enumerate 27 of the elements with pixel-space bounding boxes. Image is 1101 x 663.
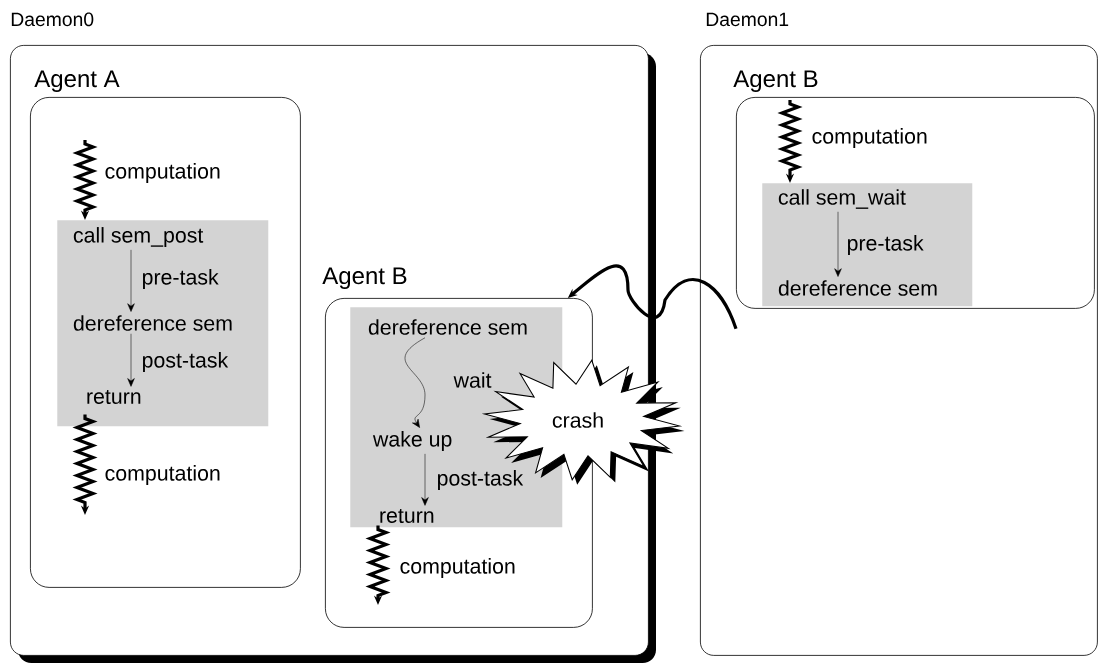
edge-label: computation — [105, 465, 220, 485]
arrow — [421, 453, 429, 506]
shaded-box — [762, 183, 973, 307]
arrow — [127, 333, 135, 387]
step-text: return — [380, 509, 434, 523]
edge-label: pre-task — [143, 269, 219, 289]
step-text: wake up — [372, 431, 452, 451]
edge-label: post-task — [143, 352, 229, 372]
node-label: Agent B — [322, 267, 407, 289]
step-text: dereference sem — [73, 315, 232, 331]
edge-label: pre-task — [848, 235, 924, 255]
step-text: call sem_post — [73, 227, 204, 247]
arrow — [834, 211, 842, 277]
node-label: Agent B — [733, 70, 818, 92]
node-label: Agent A — [34, 70, 120, 92]
step-text: call sem_wait — [778, 189, 906, 209]
edge-label: computation — [812, 128, 927, 148]
edge-label: computation — [400, 558, 515, 578]
shaded-box — [57, 220, 269, 427]
edge-label: computation — [105, 163, 220, 183]
arrow — [127, 249, 135, 312]
node-label: Daemon0 — [11, 12, 94, 27]
step-text: dereference sem — [778, 280, 937, 296]
node-label: Daemon1 — [706, 12, 789, 27]
step-text: return — [87, 390, 141, 404]
arrow — [404, 337, 426, 428]
step-text: dereference sem — [368, 319, 527, 335]
